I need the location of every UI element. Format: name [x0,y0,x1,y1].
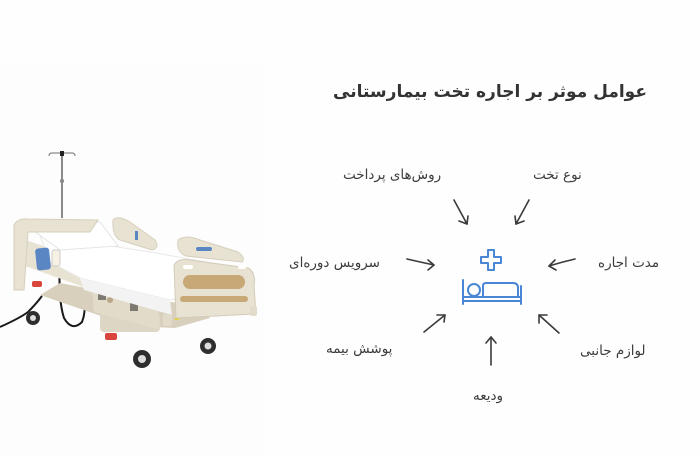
factor-label-deposit: ودیعه [473,388,504,404]
iv-pole [48,151,76,218]
wheels [26,311,216,368]
arrow-down-right-icon [453,199,469,225]
diagram-title: عوامل موثر بر اجاره تخت بیمارستانی [333,82,647,102]
hospital-bed-photo [0,64,265,456]
arrow-up-right-icon [423,314,446,333]
arrow-down-left-icon [514,199,530,225]
factor-label-bed-type: نوع تخت [533,167,582,183]
hospital-bed-icon [462,249,522,305]
medical-cross-icon [480,249,502,271]
factor-label-rental-duration: مدت اجاره [598,255,660,271]
arrow-up-icon [485,336,497,366]
hospital-bed-image [0,151,257,368]
factor-label-insurance-coverage: پوشش بیمه [326,341,393,357]
arrow-up-left-icon [538,314,560,334]
factor-label-payment-methods: روش‌های پرداخت [343,167,442,183]
arrow-right-icon [406,258,435,271]
arrow-left-icon [548,258,576,271]
factor-label-accessories: لوازم جانبی [580,343,646,359]
factor-label-periodic-service: سرویس دوره‌ای [289,255,380,271]
watermark: · · · · · [592,410,631,418]
